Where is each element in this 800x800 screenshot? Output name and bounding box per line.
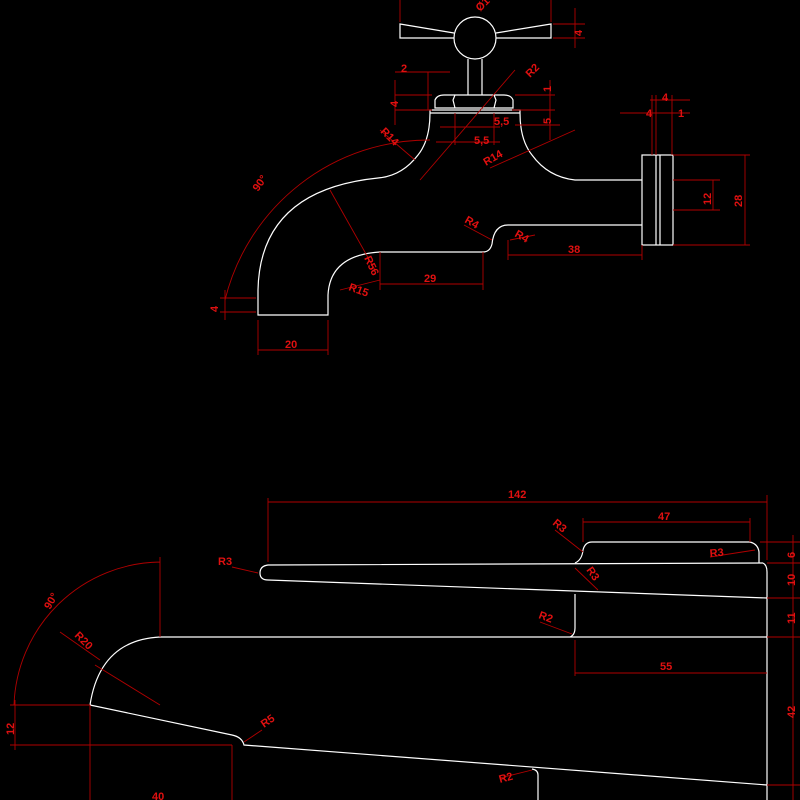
dim-5-5-upper: 5,5 [494, 116, 509, 128]
dim-r56: R56 [361, 254, 380, 277]
dim-nut-1: 1 [542, 86, 554, 92]
spout-outline [89, 541, 768, 800]
inner-step [569, 594, 576, 638]
dim-lines [10, 495, 800, 800]
spout-detail-view: 142 R3 47 R3 R3 R3 6 10 11 R2 55 90° R20… [5, 489, 800, 800]
top-bar [259, 562, 768, 800]
dim-handle-thickness: 4 [573, 29, 585, 36]
dim-42: 42 [786, 706, 798, 718]
dim-flange-4: 4 [646, 108, 653, 120]
dim-r2: R2 [537, 610, 554, 626]
dim-11: 11 [786, 612, 798, 624]
dim-40: 40 [152, 791, 164, 800]
handle-knob [453, 16, 497, 60]
dim-lines [220, 0, 750, 355]
dim-r3-upper: R3 [550, 517, 568, 535]
main-body [89, 636, 768, 786]
handle-bar-left [399, 23, 455, 39]
dim-12: 12 [5, 723, 17, 735]
dim-r5: R5 [259, 713, 277, 731]
faucet-dimensions: Ø1 4 2 R2 4 1 5 5,5 5,5 R14 R14 4 4 1 12… [209, 0, 750, 355]
dim-r2-lower: R2 [498, 771, 515, 786]
dim-diameter: Ø1 [474, 0, 493, 14]
handle-bar-right [495, 23, 552, 39]
dim-r14-right: R14 [482, 148, 506, 169]
spout-dimensions: 142 R3 47 R3 R3 R3 6 10 11 R2 55 90° R20… [5, 489, 800, 800]
lower-step [531, 768, 539, 800]
dim-angle-90: 90° [251, 173, 270, 194]
dim-r3-left: R3 [218, 556, 232, 568]
dim-flange-1: 1 [678, 108, 684, 120]
flange-inner [655, 155, 661, 245]
dim-r2: R2 [524, 62, 542, 80]
dim-142: 142 [508, 489, 526, 501]
dim-10: 10 [786, 574, 798, 586]
body-outline [257, 109, 642, 316]
dim-2: 2 [401, 63, 407, 75]
faucet-side-view: Ø1 4 2 R2 4 1 5 5,5 5,5 R14 R14 4 4 1 12… [209, 0, 750, 355]
dim-29: 29 [424, 273, 436, 285]
faucet-outline [257, 16, 674, 316]
dim-flange-4-top: 4 [662, 92, 669, 104]
upper-plate [574, 541, 760, 564]
dim-spout-4: 4 [209, 305, 221, 312]
dim-r3-notch: R3 [584, 565, 602, 583]
dim-angle-90: 90° [42, 591, 61, 611]
dim-5-5-lower: 5,5 [474, 135, 489, 147]
dim-20: 20 [285, 339, 297, 351]
dim-55: 55 [660, 661, 672, 673]
dim-r3-right: R3 [709, 547, 724, 560]
dim-r15: R15 [347, 282, 370, 300]
flange [641, 154, 674, 246]
dim-38: 38 [568, 244, 580, 256]
dim-47: 47 [658, 511, 670, 523]
dim-r4-right: R4 [513, 228, 532, 246]
dim-flange-28: 28 [733, 195, 745, 207]
dim-nut-4: 4 [389, 100, 401, 107]
dim-nut-5: 5 [542, 118, 554, 124]
stem [467, 59, 483, 95]
dim-r20: R20 [72, 630, 95, 653]
dim-r4-left: R4 [463, 214, 482, 232]
dim-6: 6 [786, 552, 798, 558]
hex-nut [434, 94, 514, 109]
dim-flange-12: 12 [702, 193, 714, 205]
